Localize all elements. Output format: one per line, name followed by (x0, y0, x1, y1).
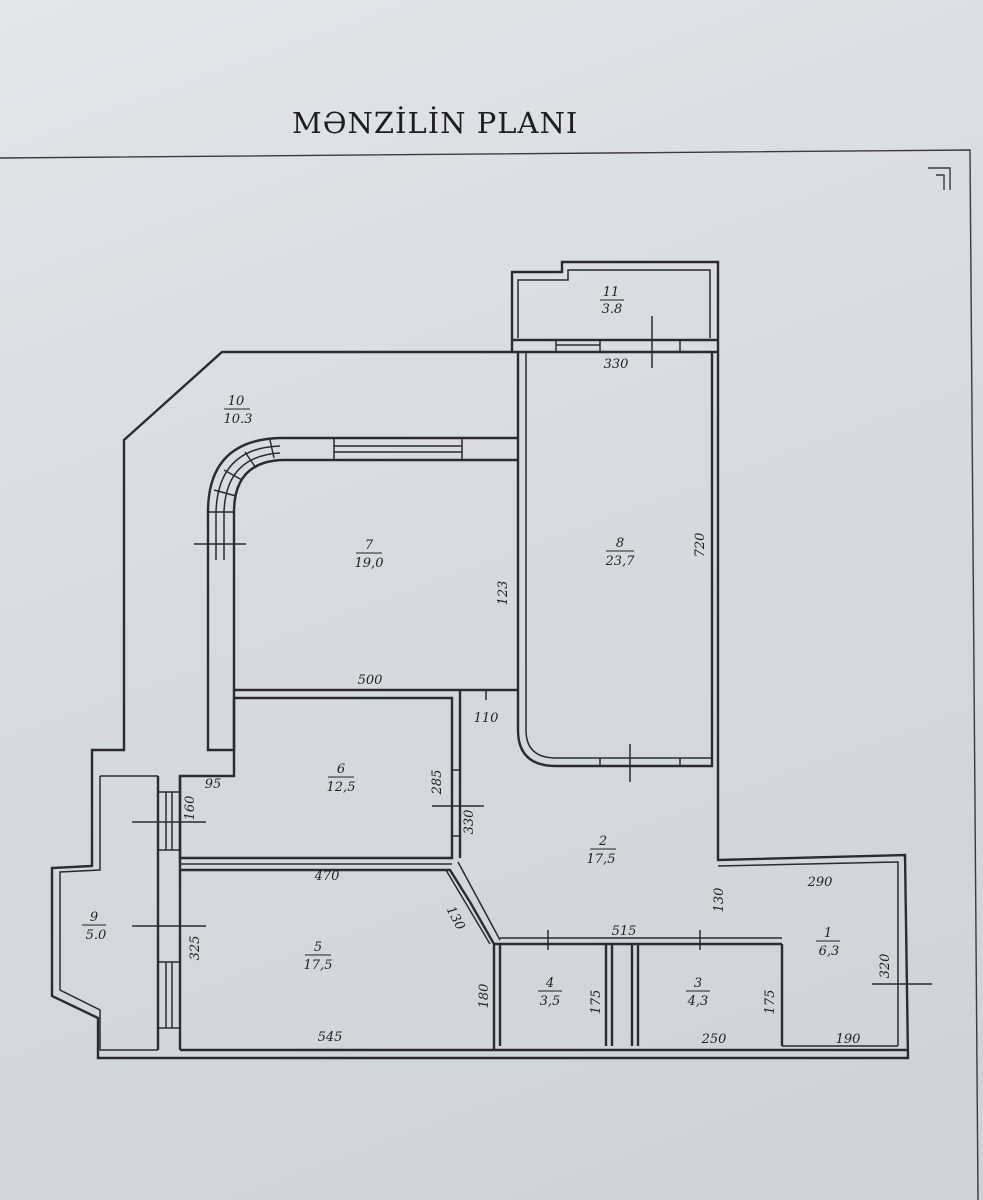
room-7-wall (206, 436, 518, 692)
room-4-number: 4 (545, 976, 554, 991)
outer-wall (50, 260, 910, 1060)
dim-285: 285 (430, 770, 445, 796)
dim-515: 515 (612, 924, 637, 939)
room-5-wall (180, 868, 908, 1052)
corridor-10-wall (206, 560, 236, 752)
room-6-number: 6 (337, 762, 345, 777)
frame-border (0, 149, 979, 1200)
balcony-11-wall (517, 269, 711, 338)
room-1-number: 1 (824, 926, 832, 941)
dim-175-right: 175 (763, 990, 778, 1015)
room-10-number: 10 (228, 394, 245, 409)
loggia-9-inner (59, 775, 158, 1051)
balcony-11-sill (512, 338, 718, 354)
dim-175-left: 175 (589, 990, 604, 1015)
room-7-area: 19,0 (355, 556, 384, 571)
room-11-number: 11 (603, 285, 620, 300)
room-3-number: 3 (694, 976, 702, 991)
room-10-area: 10.3 (224, 412, 253, 427)
dim-180: 180 (477, 984, 492, 1009)
dimension-labels: 330 720 123 500 110 95 160 285 330 470 2… (183, 357, 893, 1047)
room-8-area: 23,7 (605, 554, 636, 569)
dim-110: 110 (474, 711, 499, 726)
dim-290: 290 (807, 875, 833, 890)
room-4-area: 3,5 (540, 994, 561, 1009)
room-11-area: 3.8 (602, 302, 623, 317)
room-3-area: 4,3 (687, 994, 709, 1009)
room-7-window (333, 438, 463, 460)
dim-500: 500 (358, 673, 383, 688)
room-9-area: 5.0 (86, 928, 107, 943)
dim-325: 325 (188, 936, 203, 961)
dim-330-top: 330 (604, 357, 629, 372)
dim-320: 320 (878, 954, 893, 979)
room-labels: 11 3.8 10 10.3 7 19,0 8 23,7 6 12,5 2 17… (82, 285, 840, 1009)
room-8-number: 8 (616, 536, 624, 551)
dim-470: 470 (314, 869, 340, 884)
room-6-area: 12,5 (327, 780, 356, 795)
dim-123: 123 (496, 581, 511, 606)
door-mark-8 (599, 744, 681, 782)
loggia-9-glazing (158, 791, 180, 1029)
room-1-area: 6,3 (819, 944, 840, 959)
dim-250: 250 (701, 1032, 727, 1047)
dim-545: 545 (318, 1030, 343, 1045)
dim-130-right: 130 (712, 888, 727, 913)
room-4-wall (498, 944, 784, 1046)
room-2-wall (458, 690, 782, 946)
window-11 (555, 340, 681, 352)
dim-190: 190 (836, 1032, 861, 1047)
room-9-number: 9 (90, 910, 98, 925)
room-5-number: 5 (314, 940, 322, 955)
door-mark-6 (432, 769, 484, 837)
room-5-diag (445, 861, 501, 945)
room-2-area: 17,5 (587, 852, 616, 867)
dim-160: 160 (183, 796, 198, 821)
loggia-9-wall (156, 776, 182, 1050)
room-5-area: 17,5 (304, 958, 333, 973)
dim-330-mid: 330 (462, 810, 477, 835)
room-8-wall (516, 352, 714, 768)
dim-130-diag: 130 (443, 904, 468, 933)
corner-mark (928, 167, 951, 190)
room-2-number: 2 (598, 834, 607, 849)
dim-95: 95 (205, 777, 222, 792)
plan-title: MƏNZİLİN PLANI (292, 106, 579, 140)
room-7-bay (208, 439, 281, 560)
room-8-inner (525, 352, 712, 759)
dim-720: 720 (693, 533, 708, 558)
room-7-number: 7 (365, 538, 374, 553)
room-2-inner (485, 690, 782, 939)
